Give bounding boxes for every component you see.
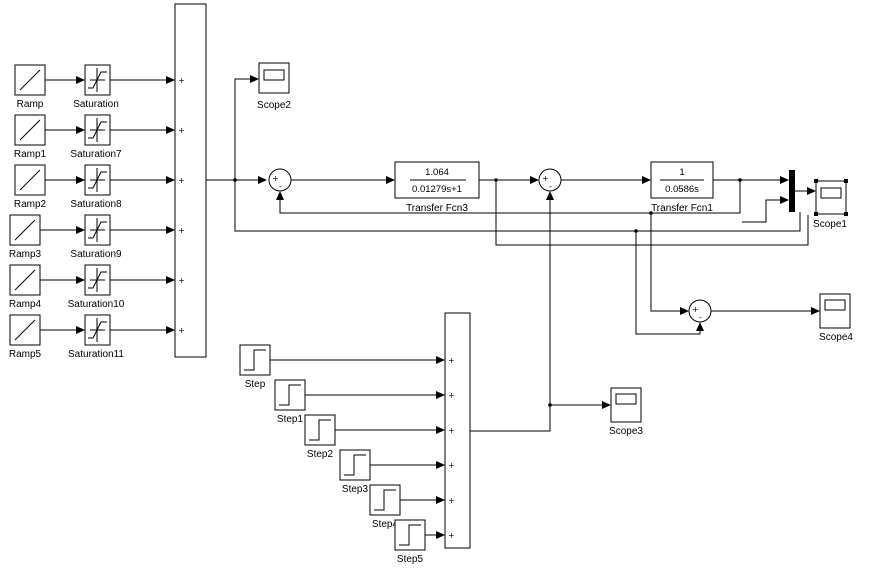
step-row: Step2	[304, 414, 445, 460]
tf1-denominator: 0.0586s	[665, 184, 699, 195]
wire-steps-to-sum2	[470, 191, 554, 432]
wire-to-scope2	[234, 75, 259, 180]
saturation-block[interactable]	[84, 314, 111, 346]
ramp-block[interactable]	[14, 64, 46, 96]
sum-block-steps[interactable]	[444, 312, 471, 549]
scope4-label: Scope4	[819, 332, 853, 343]
saturation-label: Saturation7	[70, 149, 122, 160]
wire-ref-to-mux	[234, 180, 801, 232]
step-row: Step3	[339, 449, 445, 495]
ramp-row: Ramp Saturation	[14, 64, 175, 110]
saturation-block[interactable]	[84, 64, 111, 96]
step-label: Step4	[372, 519, 399, 530]
tf1-numerator: 1	[679, 167, 684, 178]
ramp-label: Ramp	[17, 99, 44, 110]
sum1-plus: +	[272, 174, 279, 183]
sum-input-plus: +	[448, 356, 455, 365]
sum-input-plus: +	[178, 226, 185, 235]
sum-input-plus: +	[178, 326, 185, 335]
ramp-row: Ramp1 Saturation7	[14, 114, 175, 160]
wire-ref-to-mux-input2	[742, 196, 789, 223]
ramp-label: Ramp3	[9, 249, 42, 260]
scope3-label: Scope3	[609, 426, 643, 437]
step-block[interactable]	[394, 519, 426, 551]
saturation-label: Saturation10	[68, 299, 125, 310]
sum-block-steps-signs: + + + + + +	[448, 356, 455, 540]
wire-ref-to-sum3	[635, 231, 704, 335]
sum-input-plus: +	[178, 176, 185, 185]
step-row: Step1	[274, 379, 445, 425]
saturation-block[interactable]	[84, 114, 111, 146]
scope2-label: Scope2	[257, 100, 291, 111]
wire-feedback-to-sum1	[276, 180, 741, 214]
wire-fb-to-sum3	[650, 213, 689, 315]
step-block[interactable]	[239, 344, 271, 376]
step-label: Step	[245, 379, 266, 390]
ramp-label: Ramp5	[9, 349, 42, 360]
sum-input-plus: +	[178, 276, 185, 285]
tf3-numerator: 1.064	[425, 167, 449, 178]
ramp-row: Ramp5 Saturation11	[9, 314, 175, 360]
sum-input-plus: +	[178, 126, 185, 135]
step-block[interactable]	[304, 414, 336, 446]
step-block[interactable]	[274, 379, 306, 411]
scope1-block[interactable]	[814, 179, 848, 216]
ramp-block[interactable]	[9, 214, 41, 246]
sum-block-left-signs: + + + + + +	[178, 76, 185, 335]
ramp-row: Ramp2 Saturation8	[14, 164, 175, 210]
ramp-label: Ramp1	[14, 149, 47, 160]
step-row: Step5	[394, 519, 445, 565]
scope3-block[interactable]	[610, 387, 642, 423]
saturation-label: Saturation8	[70, 199, 122, 210]
tf3-label: Transfer Fcn3	[406, 203, 468, 214]
saturation-label: Saturation9	[70, 249, 122, 260]
saturation-block[interactable]	[84, 214, 111, 246]
saturation-label: Saturation	[73, 99, 119, 110]
sum-input-plus: +	[448, 426, 455, 435]
tf3-denominator: 0.01279s+1	[412, 184, 462, 195]
sum-input-plus: +	[448, 496, 455, 505]
step-row: Step	[239, 344, 445, 390]
ramp-row: Ramp4 Saturation10	[9, 264, 175, 310]
sum-input-plus: +	[448, 391, 455, 400]
ramp-row: Ramp3 Saturation9	[9, 214, 175, 260]
step-label: Step3	[342, 484, 369, 495]
step-label: Step1	[277, 414, 304, 425]
mux-block[interactable]	[789, 170, 795, 212]
ramp-block[interactable]	[9, 314, 41, 346]
sum-input-plus: +	[178, 76, 185, 85]
scope4-block[interactable]	[819, 293, 851, 329]
tf1-label: Transfer Fcn1	[651, 203, 713, 214]
ramp-label: Ramp2	[14, 199, 47, 210]
saturation-label: Saturation11	[68, 349, 124, 360]
sum2-plus: +	[542, 174, 549, 183]
step-label: Step5	[397, 554, 424, 565]
saturation-block[interactable]	[84, 264, 111, 296]
scope1-label: Scope1	[813, 219, 847, 230]
ramp-block[interactable]	[14, 114, 46, 146]
ramp-block[interactable]	[9, 264, 41, 296]
step-block[interactable]	[369, 484, 401, 516]
sum-input-plus: +	[448, 531, 455, 540]
scope2-block[interactable]	[258, 62, 290, 94]
step-label: Step2	[307, 449, 334, 460]
sum-input-plus: +	[448, 461, 455, 470]
sum2-minus: -	[549, 182, 552, 191]
sum-block-left[interactable]	[174, 3, 207, 358]
sum1-minus: -	[279, 182, 282, 191]
ramp-label: Ramp4	[9, 299, 42, 310]
ramp-block[interactable]	[14, 164, 46, 196]
step-row: Step4	[369, 484, 445, 530]
saturation-block[interactable]	[84, 164, 111, 196]
step-block[interactable]	[339, 449, 371, 481]
sum3-plus: +	[692, 305, 699, 314]
sum3-minus: -	[699, 313, 702, 322]
